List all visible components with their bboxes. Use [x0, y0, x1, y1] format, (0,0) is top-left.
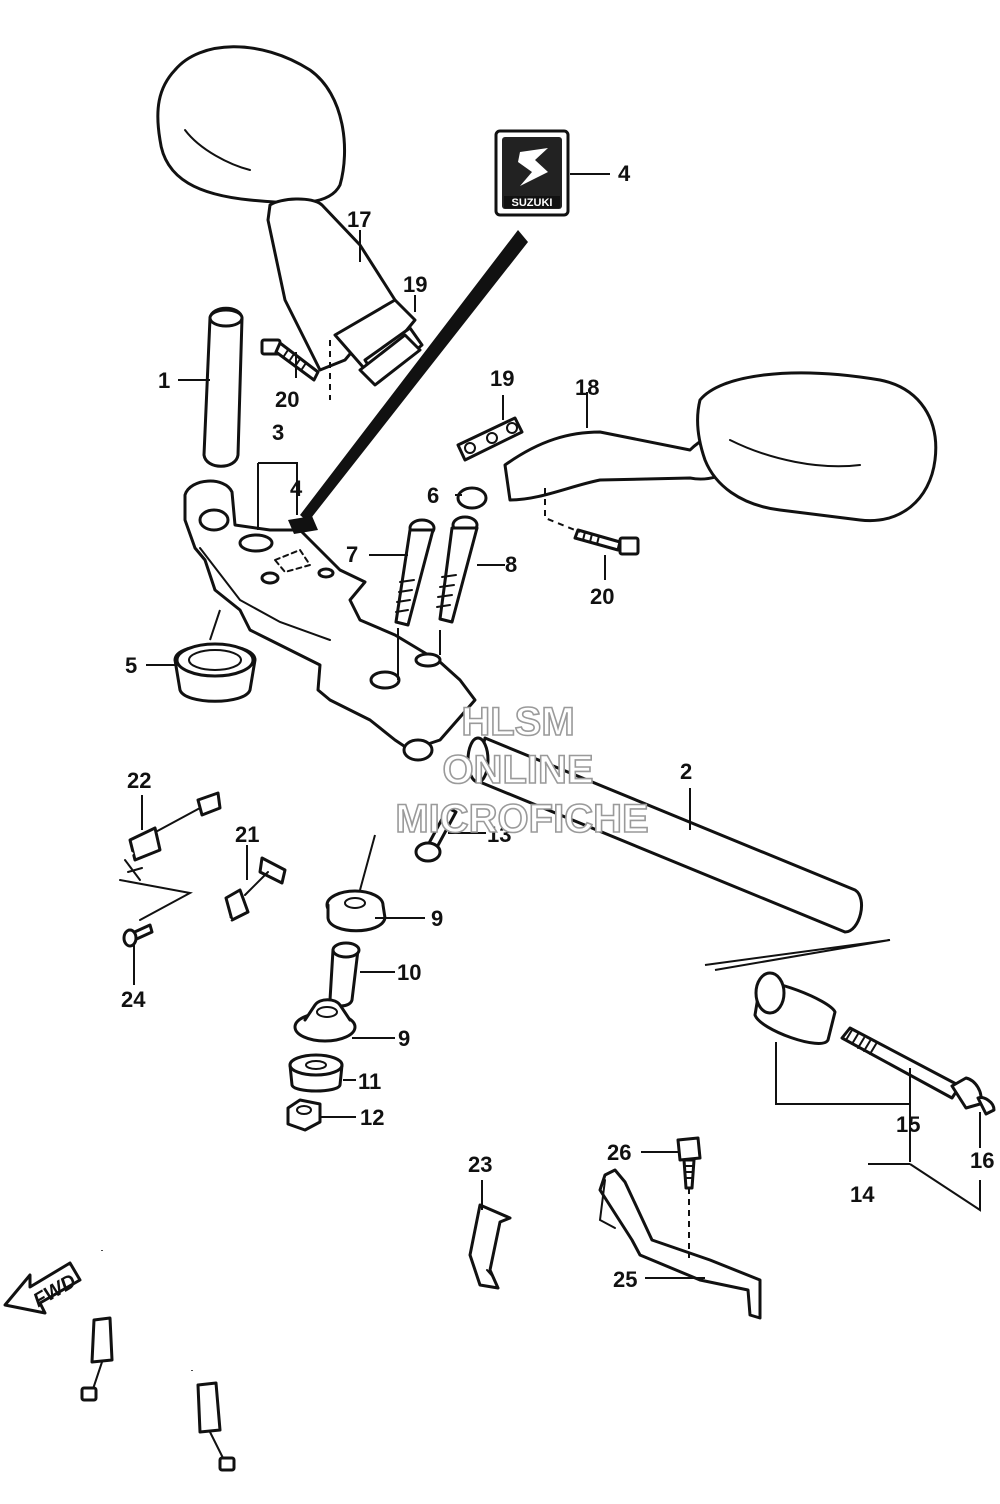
callout-3: 3	[272, 420, 284, 445]
washer-part-16	[976, 1096, 996, 1116]
spacer-part-19-right	[456, 416, 524, 462]
cable-clamp-part-23	[468, 1203, 512, 1290]
emblem-pointer	[300, 230, 528, 522]
throttle-cable-part-22	[80, 791, 222, 1402]
callout-19-right: 19	[490, 366, 514, 391]
washer-part-11	[288, 1053, 344, 1093]
callout-17: 17	[347, 207, 371, 232]
screw-part-24	[122, 923, 154, 948]
callout-14: 14	[850, 1182, 875, 1207]
callout-19-left: 19	[403, 272, 427, 297]
callout-22: 22	[127, 768, 151, 793]
throttle-cable-part-21	[190, 856, 287, 1472]
bolt-part-26	[676, 1136, 702, 1190]
callout-9-lower: 9	[398, 1026, 410, 1051]
balancer-bolt-part-15	[840, 1026, 983, 1110]
mirror-bolt-part-20-right	[573, 528, 640, 556]
bolt-part-8	[436, 515, 479, 624]
handlebar-bracket-part-3	[183, 479, 477, 762]
callout-13: 13	[487, 822, 511, 847]
callout-5: 5	[125, 653, 137, 678]
watermark-line-1: HLSM	[461, 700, 574, 744]
bolt-part-7	[394, 518, 436, 627]
callout-10: 10	[397, 960, 421, 985]
callout-2: 2	[680, 759, 692, 784]
watermark-line-2: ONLINE	[442, 748, 593, 792]
callout-15: 15	[896, 1112, 920, 1137]
cap-part-6	[456, 486, 488, 510]
leader-lines	[133, 173, 981, 1279]
balancer-weight-part-14	[753, 971, 837, 1045]
rubber-cushion-part-9-lower	[293, 998, 357, 1043]
callout-1: 1	[158, 368, 170, 393]
callout-16: 16	[970, 1148, 994, 1173]
suzuki-emblem-part-4: SUZUKI	[494, 129, 570, 217]
forward-direction-arrow: FWD	[3, 1261, 82, 1315]
grip-part-1	[202, 306, 244, 468]
bolt-part-13	[414, 806, 458, 863]
spacer-collar-part-10	[328, 941, 361, 1008]
callout-25: 25	[613, 1267, 637, 1292]
callout-labels: 4 17 19 1 20 3 4 6 7 8 5 19 18 20 2 13 9…	[121, 161, 994, 1292]
callout-20-left: 20	[275, 387, 299, 412]
handlebar-tube-part-2	[466, 736, 864, 934]
callout-8: 8	[505, 552, 517, 577]
callout-4-badge: 4	[618, 161, 631, 186]
callout-24: 24	[121, 987, 146, 1012]
callout-23: 23	[468, 1152, 492, 1177]
callout-12: 12	[360, 1105, 384, 1130]
left-mirror-part-17	[156, 45, 424, 384]
callout-4-small: 4	[290, 476, 303, 501]
suzuki-emblem-small-part-4	[288, 516, 318, 534]
callout-20-right: 20	[590, 584, 614, 609]
watermark: HLSM ONLINE MICROFICHE	[395, 699, 650, 842]
callout-9-upper: 9	[431, 906, 443, 931]
callout-7: 7	[346, 542, 358, 567]
cable-guide-part-25	[598, 1168, 762, 1320]
nut-part-12	[286, 1098, 322, 1132]
spacer-part-19-left	[358, 333, 422, 387]
emblem-brand-text: SUZUKI	[512, 197, 553, 209]
watermark-line-3: MICROFICHE	[395, 797, 648, 841]
callout-21: 21	[235, 822, 259, 847]
callout-26: 26	[607, 1140, 631, 1165]
rubber-cushion-part-9-upper	[325, 889, 387, 933]
callout-11: 11	[358, 1069, 381, 1094]
oil-seal-part-5	[173, 642, 257, 703]
right-mirror-part-18	[503, 371, 938, 523]
callout-6: 6	[427, 483, 439, 508]
callout-18: 18	[575, 375, 599, 400]
